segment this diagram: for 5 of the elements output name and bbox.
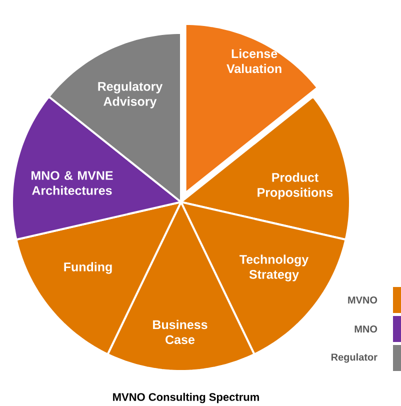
- pie-segment: Product Propositions: [180, 96, 351, 241]
- legend-label: MNO: [354, 325, 378, 333]
- caption: MVNO Consulting Spectrum: [113, 392, 259, 404]
- legend-label: Regulator: [331, 353, 378, 363]
- legend-label: MVNO: [348, 296, 378, 304]
